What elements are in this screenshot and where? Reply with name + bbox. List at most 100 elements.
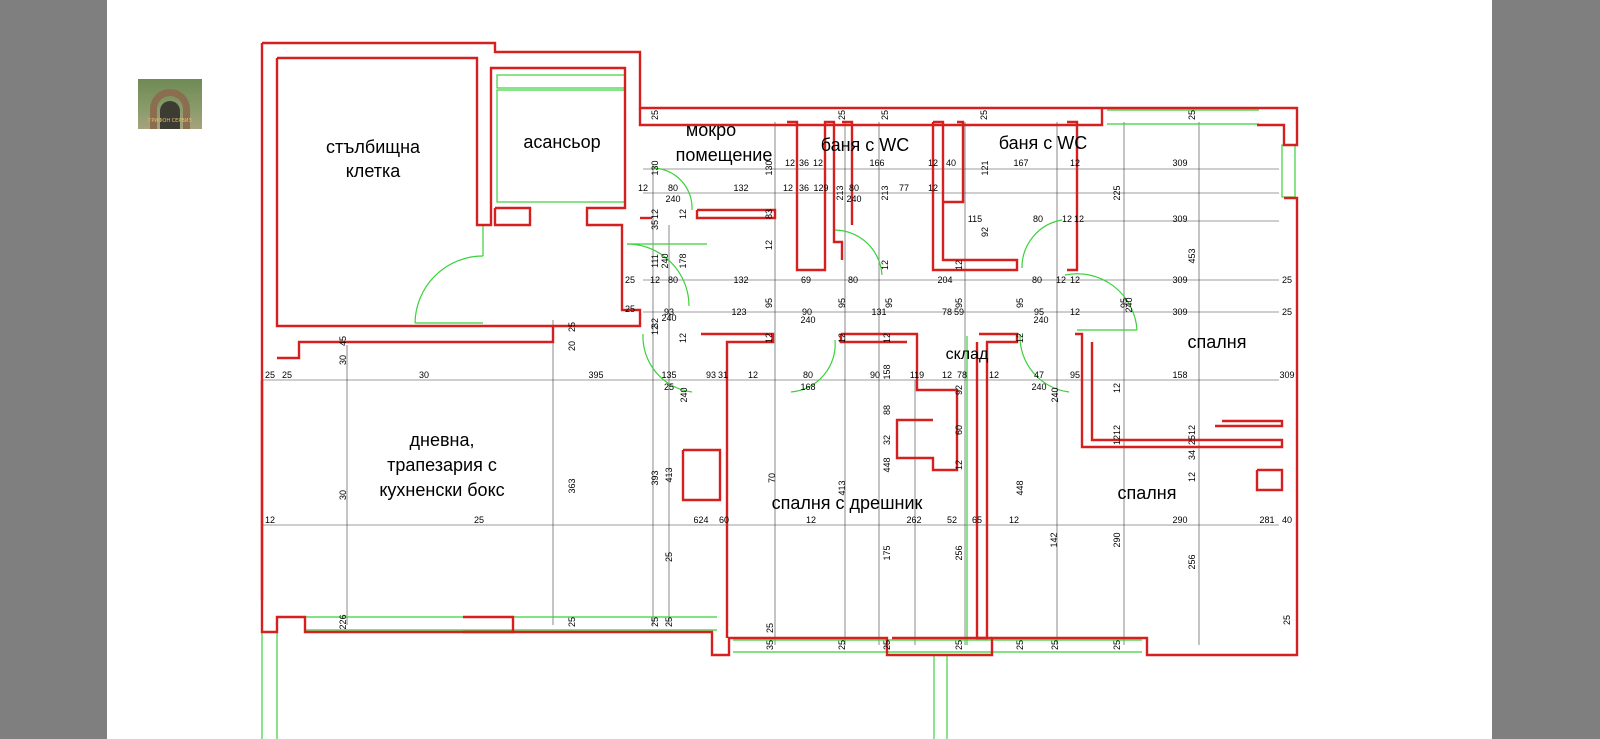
dimension-label: 32 bbox=[882, 435, 892, 445]
dimension-label: 240 bbox=[1050, 387, 1060, 402]
dimension-label: 281 bbox=[1259, 515, 1274, 525]
dimension-label: 12 bbox=[1187, 472, 1197, 482]
dimension-label: 130 bbox=[764, 160, 774, 175]
dimension-label: 35 bbox=[765, 640, 775, 650]
dimension-label: 12 bbox=[928, 183, 938, 193]
room-label-bath-wc-1: баня с WC bbox=[821, 135, 910, 155]
dimension-label: 256 bbox=[954, 545, 964, 560]
room-label-bedroom-east-bottom: спалня bbox=[1118, 483, 1177, 503]
dimension-label: 12 bbox=[1056, 275, 1066, 285]
dimension-label: 95 bbox=[764, 298, 774, 308]
dimension-label: 226 bbox=[338, 614, 348, 629]
dimension-label: 36 bbox=[799, 158, 809, 168]
dimension-label: 12 bbox=[1112, 435, 1122, 445]
dimension-label: 92 bbox=[954, 385, 964, 395]
dimension-label: 25 bbox=[625, 275, 635, 285]
dimension-label: 240 bbox=[665, 194, 680, 204]
arch-opening bbox=[160, 101, 180, 129]
dimension-label: 262 bbox=[906, 515, 921, 525]
dimension-label: 448 bbox=[1015, 480, 1025, 495]
dimension-label: 12 bbox=[764, 333, 774, 343]
dimension-label: 12 bbox=[954, 260, 964, 270]
dimension-label: 25 bbox=[265, 370, 275, 380]
dimension-label: 30 bbox=[419, 370, 429, 380]
dimension-label: 25 bbox=[880, 110, 890, 120]
dimension-label: 12 bbox=[1074, 214, 1084, 224]
dimension-label: 240 bbox=[1124, 297, 1134, 312]
dimension-label: 213 bbox=[835, 185, 845, 200]
dimension-label: 36 bbox=[799, 183, 809, 193]
dimension-label: 240 bbox=[660, 253, 670, 268]
dimension-label: 40 bbox=[1282, 515, 1292, 525]
dimension-label: 25 bbox=[1050, 640, 1060, 650]
dimension-label: 95 bbox=[837, 298, 847, 308]
dimension-label: 80 bbox=[803, 370, 813, 380]
room-label-living-3: кухненски бокс bbox=[379, 480, 504, 500]
dimension-label: 12 bbox=[928, 158, 938, 168]
dimension-label: 363 bbox=[567, 478, 577, 493]
stone-arch-logo-icon bbox=[150, 89, 190, 129]
dimension-label: 142 bbox=[1049, 532, 1059, 547]
dimension-label: 12 bbox=[1187, 425, 1197, 435]
dimension-label: 25 bbox=[567, 322, 577, 332]
dimension-label: 309 bbox=[1279, 370, 1294, 380]
dimension-label: 12 bbox=[678, 209, 688, 219]
dimension-label: 93 bbox=[664, 307, 674, 317]
dimension-label: 52 bbox=[947, 515, 957, 525]
dimension-label: 168 bbox=[800, 382, 815, 392]
dimension-label: 240 bbox=[1033, 315, 1048, 325]
dimension-label: 240 bbox=[679, 387, 689, 402]
dimension-label: 47 bbox=[1034, 370, 1044, 380]
dimension-label: 25 bbox=[1187, 110, 1197, 120]
dimension-label: 119 bbox=[910, 370, 924, 380]
dimension-label: 158 bbox=[1172, 370, 1187, 380]
dimension-label: 12 bbox=[1009, 515, 1019, 525]
dimension-label: 60 bbox=[954, 425, 964, 435]
dimension-label: 240 bbox=[800, 315, 815, 325]
dimension-label: 25 bbox=[567, 617, 577, 627]
dimension-label: 95 bbox=[1119, 298, 1129, 308]
dimension-label: 256 bbox=[1187, 554, 1197, 569]
dimension-label: 12 bbox=[764, 240, 774, 250]
room-label-living-1: дневна, bbox=[410, 430, 475, 450]
dimension-label: 80 bbox=[1032, 275, 1042, 285]
dimension-label: 309 bbox=[1172, 214, 1187, 224]
doors-and-windows bbox=[261, 74, 1296, 739]
dimension-label: 30 bbox=[338, 355, 348, 365]
dimension-label: 453 bbox=[1187, 248, 1197, 263]
dimension-label: 12 bbox=[1070, 307, 1080, 317]
floor-plan: стълбищна клетка асансьор мокро помещени… bbox=[260, 41, 1299, 739]
dimension-label: 12 bbox=[882, 333, 892, 343]
dimension-label: 240 bbox=[1031, 382, 1046, 392]
dimension-label: 132 bbox=[733, 275, 748, 285]
dimension-label: 25 bbox=[1282, 307, 1292, 317]
logo-caption: ГРИФОН СЕРВИЗ bbox=[148, 118, 192, 124]
dimension-label: 175 bbox=[882, 545, 892, 560]
dimension-label: 12 bbox=[638, 183, 648, 193]
page-sheet[interactable]: ГРИФОН СЕРВИЗ bbox=[107, 0, 1492, 739]
dimension-label: 30 bbox=[338, 490, 348, 500]
dimension-label: 111 bbox=[650, 254, 660, 268]
dimension-label: 80 bbox=[1033, 214, 1043, 224]
dimension-label: 25 bbox=[765, 623, 775, 633]
dimension-label: 93 bbox=[706, 370, 716, 380]
room-label-bedroom-east-top: спалня bbox=[1188, 332, 1247, 352]
dimension-label: 204 bbox=[937, 275, 952, 285]
dimension-label: 309 bbox=[1172, 158, 1187, 168]
dimension-label: 95 bbox=[1015, 298, 1025, 308]
dimension-label: 123 bbox=[731, 307, 746, 317]
dimension-label: 178 bbox=[678, 253, 688, 268]
dimension-label: 31 bbox=[718, 370, 728, 380]
dimension-label: 132 bbox=[733, 183, 748, 193]
dimension-label: 393 bbox=[650, 470, 660, 485]
dimension-label: 40 bbox=[946, 158, 956, 168]
dimension-label: 25 bbox=[1282, 275, 1292, 285]
dimension-label: 12 bbox=[1062, 214, 1072, 224]
dimension-label: 78 bbox=[942, 307, 952, 317]
dimension-label: 25 bbox=[664, 552, 674, 562]
room-label-bath-wc-2: баня с WC bbox=[999, 133, 1088, 153]
dimension-label: 12 bbox=[806, 515, 816, 525]
company-logo: ГРИФОН СЕРВИЗ bbox=[138, 79, 202, 129]
dimension-label: 130 bbox=[650, 160, 660, 175]
dimension-label: 95 bbox=[884, 298, 894, 308]
